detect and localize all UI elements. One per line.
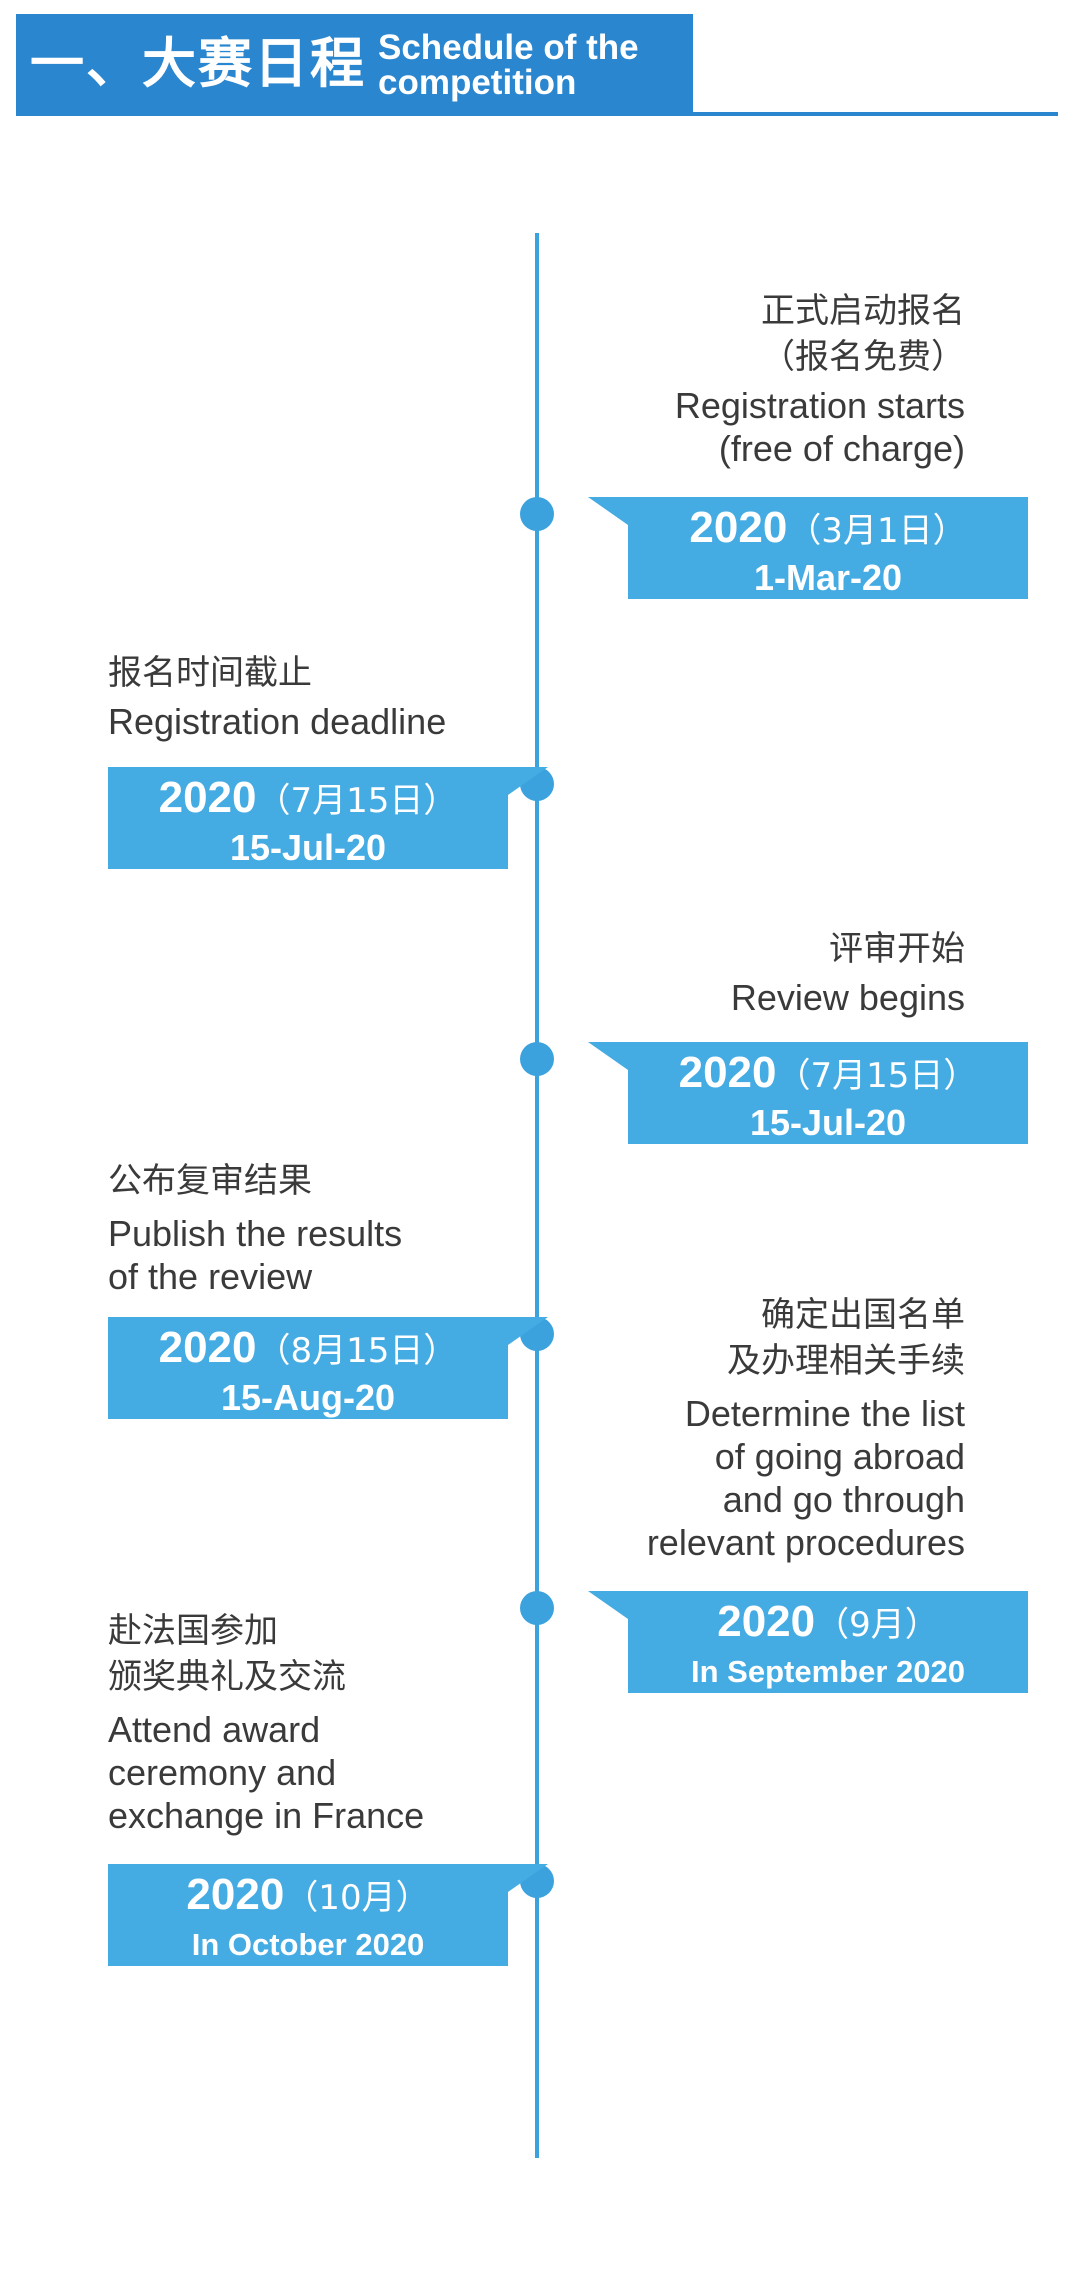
event-zh-line: 赴法国参加 [108,1611,278,1651]
date-tag: 2020（7月15日） 15-Jul-20 [588,1042,1028,1144]
event-zh-line: 颁奖典礼及交流 [108,1657,346,1697]
date-tag-year: 2020（10月） [108,1870,508,1923]
timeline-node [520,1591,554,1625]
timeline-node [520,497,554,531]
date-tag: 2020（10月） In October 2020 [108,1864,548,1966]
tag-year-text: 2020 [717,1597,816,1646]
event-en-line: Registration deadline [108,701,447,742]
section-header: 一、大赛日程 Schedule of the competition [16,14,693,116]
timeline-event-award-ceremony: 赴法国参加 颁奖典礼及交流 Attend award ceremony and … [108,1608,424,1837]
date-tag-date: In October 2020 [191,1927,425,1962]
timeline-event-registration-start: 正式启动报名 （报名免费） Registration starts (free … [675,288,965,470]
event-en-line: and go through [722,1479,965,1520]
header-title-en-line2: competition [378,63,577,102]
tag-year-text: 2020 [186,1870,285,1919]
tag-year-paren: （3月1日） [787,511,967,551]
header-title-zh: 一、大赛日程 [30,32,366,95]
header-title-en-line1: Schedule of the [378,28,639,67]
event-zh-line: 公布复审结果 [108,1161,312,1201]
date-tag: 2020（3月1日） 1-Mar-20 [588,497,1028,599]
tag-year-paren: （9月） [815,1605,939,1645]
date-tag: 2020（7月15日） 15-Jul-20 [108,767,548,869]
event-en-line: of going abroad [714,1436,965,1477]
event-zh-line: 确定出国名单 [761,1295,965,1335]
date-tag-year: 2020（3月1日） [628,503,1028,556]
tag-year-paren: （7月15日） [776,1056,978,1096]
header-title-en: Schedule of the competition [378,30,639,100]
event-zh-line: 及办理相关手续 [727,1341,965,1381]
tag-year-text: 2020 [689,503,788,552]
tag-year-paren: （7月15日） [256,781,458,821]
date-tag-year: 2020（9月） [628,1597,1028,1650]
event-en-line: relevant procedures [646,1522,965,1563]
event-en-line: Registration starts [674,385,965,426]
timeline-event-publish-results: 公布复审结果 Publish the results of the review [108,1158,402,1298]
event-en-line: exchange in France [108,1795,425,1836]
event-en-line: Determine the list [684,1393,965,1434]
event-zh-line: 报名时间截止 [108,653,312,693]
event-en-line: of the review [108,1256,313,1297]
tag-year-paren: （8月15日） [256,1331,458,1371]
date-tag: 2020（9月） In September 2020 [588,1591,1028,1693]
tag-year-text: 2020 [678,1048,777,1097]
date-tag-year: 2020（8月15日） [108,1323,508,1376]
date-tag-year: 2020（7月15日） [108,773,508,826]
event-zh-line: （报名免费） [761,337,965,377]
header-underline [16,112,1058,116]
date-tag-date: 15-Jul-20 [229,827,387,868]
date-tag-date: 1-Mar-20 [753,557,903,598]
tag-year-text: 2020 [158,1323,257,1372]
timeline-event-registration-deadline: 报名时间截止 Registration deadline [108,650,446,743]
tag-year-text: 2020 [158,773,257,822]
event-zh-line: 正式启动报名 [761,291,965,331]
date-tag-date: 15-Jul-20 [749,1102,907,1143]
date-tag-date: 15-Aug-20 [220,1377,396,1418]
date-tag: 2020（8月15日） 15-Aug-20 [108,1317,548,1419]
event-en-line: ceremony and [108,1752,337,1793]
tag-year-paren: （10月） [284,1878,430,1918]
event-zh-line: 评审开始 [829,929,965,969]
timeline-event-review-begins: 评审开始 Review begins [731,926,965,1019]
event-en-line: Attend award [108,1709,321,1750]
event-en-line: (free of charge) [718,428,965,469]
date-tag-date: In September 2020 [691,1654,965,1689]
timeline-axis [535,233,539,2158]
event-en-line: Publish the results [108,1213,403,1254]
timeline-node [520,1042,554,1076]
timeline-event-determine-list: 确定出国名单 及办理相关手续 Determine the list of goi… [647,1292,965,1564]
date-tag-year: 2020（7月15日） [628,1048,1028,1101]
event-en-line: Review begins [730,977,965,1018]
